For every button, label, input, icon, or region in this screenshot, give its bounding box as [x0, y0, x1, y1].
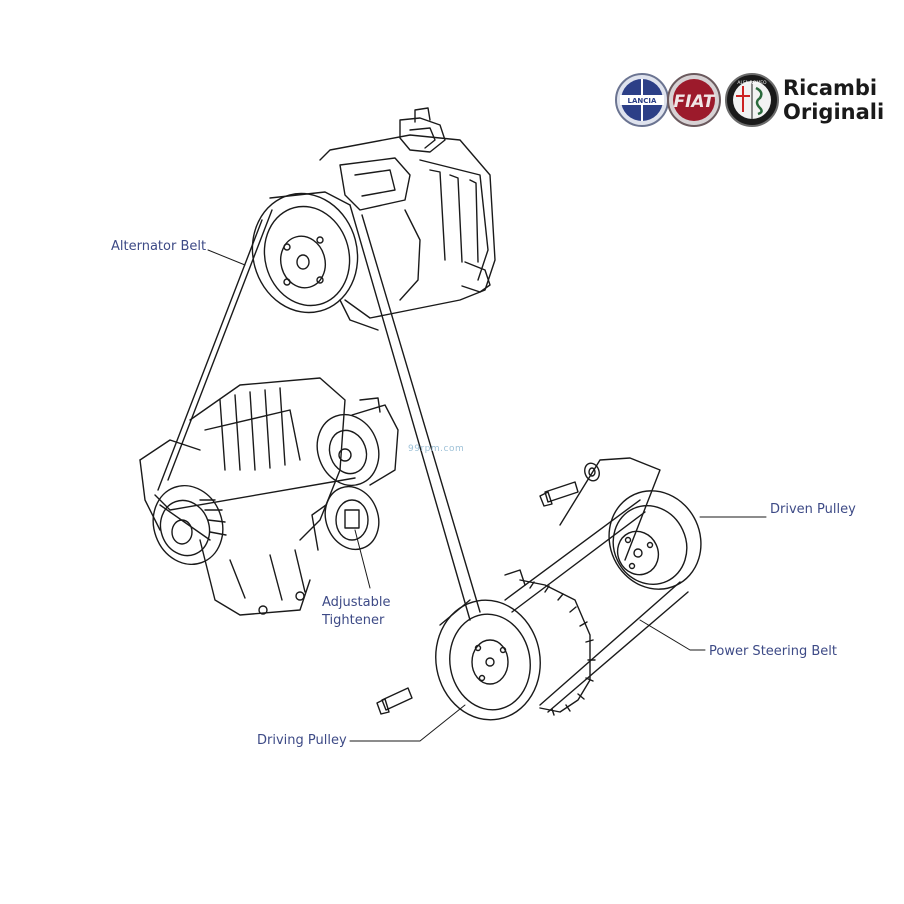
- top-bolt: [539, 457, 661, 561]
- leader-lines: [207, 249, 767, 742]
- alfa-romeo-logo: ALFA ROMEO: [725, 73, 779, 127]
- watermark-text: 99rpm.com: [408, 444, 465, 454]
- alternator-pulley: [152, 484, 227, 566]
- alternator-belt: [154, 191, 481, 626]
- adjustable-tightener: [311, 397, 399, 551]
- driving-pulley-label: Driving Pulley: [257, 733, 347, 748]
- alternator: [139, 377, 346, 616]
- fiat-logo: FIAT: [667, 73, 721, 127]
- adjustable-tightener-label-line2: Tightener: [322, 613, 385, 628]
- brand-title-line1: Ricambi: [783, 76, 878, 100]
- alternator-belt-label: Alternator Belt: [111, 239, 207, 254]
- lancia-logo: LANCIA: [615, 73, 669, 127]
- driving-pulley: [435, 569, 596, 721]
- brand-title-line2: Originali: [783, 100, 885, 124]
- ac-compressor: [319, 107, 496, 331]
- adjustable-tightener-label-line1: Adjustable: [322, 595, 391, 610]
- lancia-logo-text: LANCIA: [628, 97, 657, 105]
- brand-title: Ricambi Originali: [783, 76, 884, 124]
- alfa-romeo-logo-text: ALFA ROMEO: [737, 80, 767, 86]
- power-steering-belt: [504, 499, 689, 713]
- driven-pulley-label: Driven Pulley: [770, 502, 856, 517]
- power-steering-belt-label: Power Steering Belt: [709, 644, 837, 659]
- driven-pulley: [608, 490, 702, 590]
- compressor-pulley: [251, 192, 359, 314]
- fiat-logo-text: FIAT: [673, 92, 715, 112]
- bottom-bolt: [376, 687, 413, 715]
